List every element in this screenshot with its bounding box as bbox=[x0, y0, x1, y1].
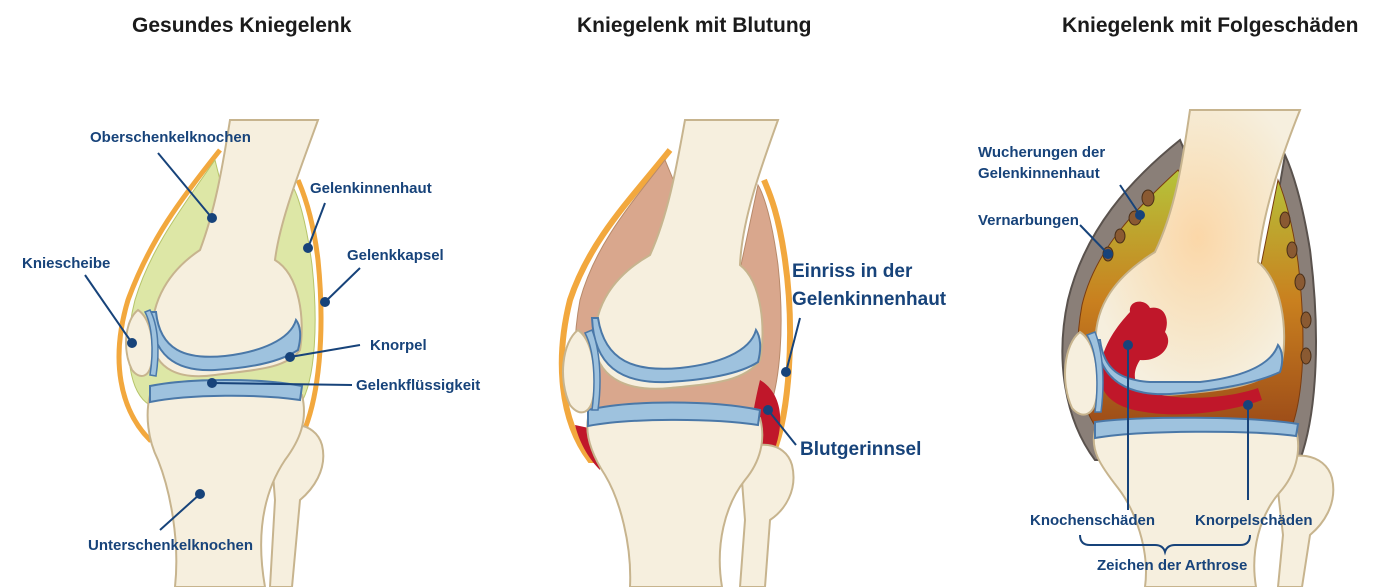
label-cartilage-damage: Knorpelschäden bbox=[1195, 512, 1313, 529]
label-fluid: Gelenkflüssigkeit bbox=[356, 377, 480, 394]
label-scarring: Vernarbungen bbox=[978, 212, 1079, 229]
label-capsule: Gelenkkapsel bbox=[347, 247, 444, 264]
label-patella: Kniescheibe bbox=[22, 255, 110, 272]
label-femur: Oberschenkelknochen bbox=[90, 129, 251, 146]
damaged-knee: Wucherungen der Gelenkinnenhaut Vernarbu… bbox=[978, 110, 1333, 587]
label-synovium: Gelenkinnenhaut bbox=[310, 180, 432, 197]
label-growths-line1: Wucherungen der bbox=[978, 144, 1105, 161]
label-clot: Blutgerinnsel bbox=[800, 439, 921, 460]
label-cartilage: Knorpel bbox=[370, 337, 427, 354]
label-growths-line2: Gelenkinnenhaut bbox=[978, 165, 1100, 182]
label-tear-line1: Einriss in der bbox=[792, 261, 913, 282]
label-arthrosis: Zeichen der Arthrose bbox=[1097, 557, 1247, 574]
tibia-bleeding bbox=[587, 411, 762, 587]
label-tear-line2: Gelenkinnenhaut bbox=[792, 289, 947, 310]
label-bone-damage: Knochenschäden bbox=[1030, 512, 1155, 529]
healthy-knee: Oberschenkelknochen Gelenkinnenhaut Gele… bbox=[22, 120, 480, 587]
leader-capsule bbox=[325, 268, 360, 302]
bleeding-knee: Einriss in der Gelenkinnenhaut Blutgerin… bbox=[562, 120, 947, 587]
label-tibia: Unterschenkelknochen bbox=[88, 537, 253, 554]
